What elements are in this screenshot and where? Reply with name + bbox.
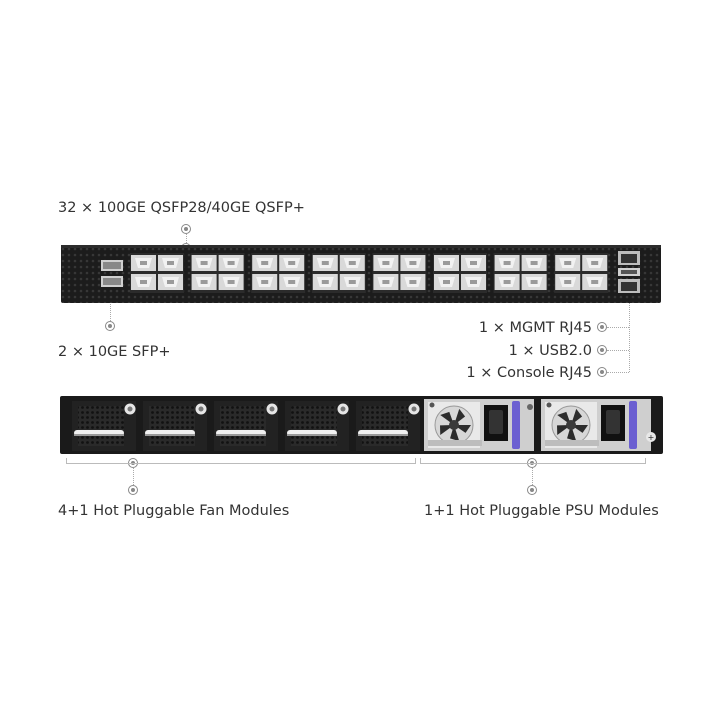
usb-callout-dot (597, 345, 607, 355)
qsfp-port-group (493, 253, 548, 293)
qsfp-ports-label: 32 × 100GE QSFP28/40GE QSFP+ (58, 200, 305, 216)
qsfp-port-group (251, 253, 306, 293)
fan-callout-dot (128, 485, 138, 495)
console-leader (607, 372, 629, 373)
front-panel (61, 245, 661, 303)
mgmt-callout-dot (597, 322, 607, 332)
usb-port-label: 1 × USB2.0 (508, 343, 592, 359)
qsfp-port-group (311, 253, 366, 293)
fan-module (356, 401, 420, 451)
fan-bracket (66, 458, 416, 464)
fan-module (285, 401, 349, 451)
psu-leader (532, 468, 533, 485)
console-callout-dot (597, 367, 607, 377)
qsfp-callout-dot (181, 224, 191, 234)
rear-panel: + (60, 396, 663, 454)
psu-modules-label: 1+1 Hot Pluggable PSU Modules (424, 503, 659, 519)
psu-module (541, 399, 651, 451)
qsfp-port-group (130, 253, 184, 293)
qsfp-port-group (433, 253, 487, 293)
svg-text:+: + (648, 433, 655, 442)
psu-module (424, 399, 534, 451)
sfp-leader (110, 301, 111, 321)
rj45-leader (629, 297, 630, 372)
usb-leader (607, 350, 629, 351)
fan-module (72, 401, 136, 451)
fan-modules-label: 4+1 Hot Pluggable Fan Modules (58, 503, 290, 519)
mgmt-port-label: 1 × MGMT RJ45 (478, 320, 592, 336)
fan-module (143, 401, 207, 451)
qsfp-port-group (554, 253, 609, 293)
mgmt-leader (607, 327, 629, 328)
sfp-callout-dot (105, 321, 115, 331)
qsfp-leader (186, 234, 187, 243)
psu-callout-dot (527, 485, 537, 495)
console-port-label: 1 × Console RJ45 (466, 365, 592, 381)
fan-leader (133, 468, 134, 485)
qsfp-port-group (190, 253, 245, 293)
qsfp-port-group (372, 253, 427, 293)
sfp-ports-label: 2 × 10GE SFP+ (58, 344, 171, 360)
fan-module (214, 401, 278, 451)
psu-bracket (420, 458, 646, 464)
